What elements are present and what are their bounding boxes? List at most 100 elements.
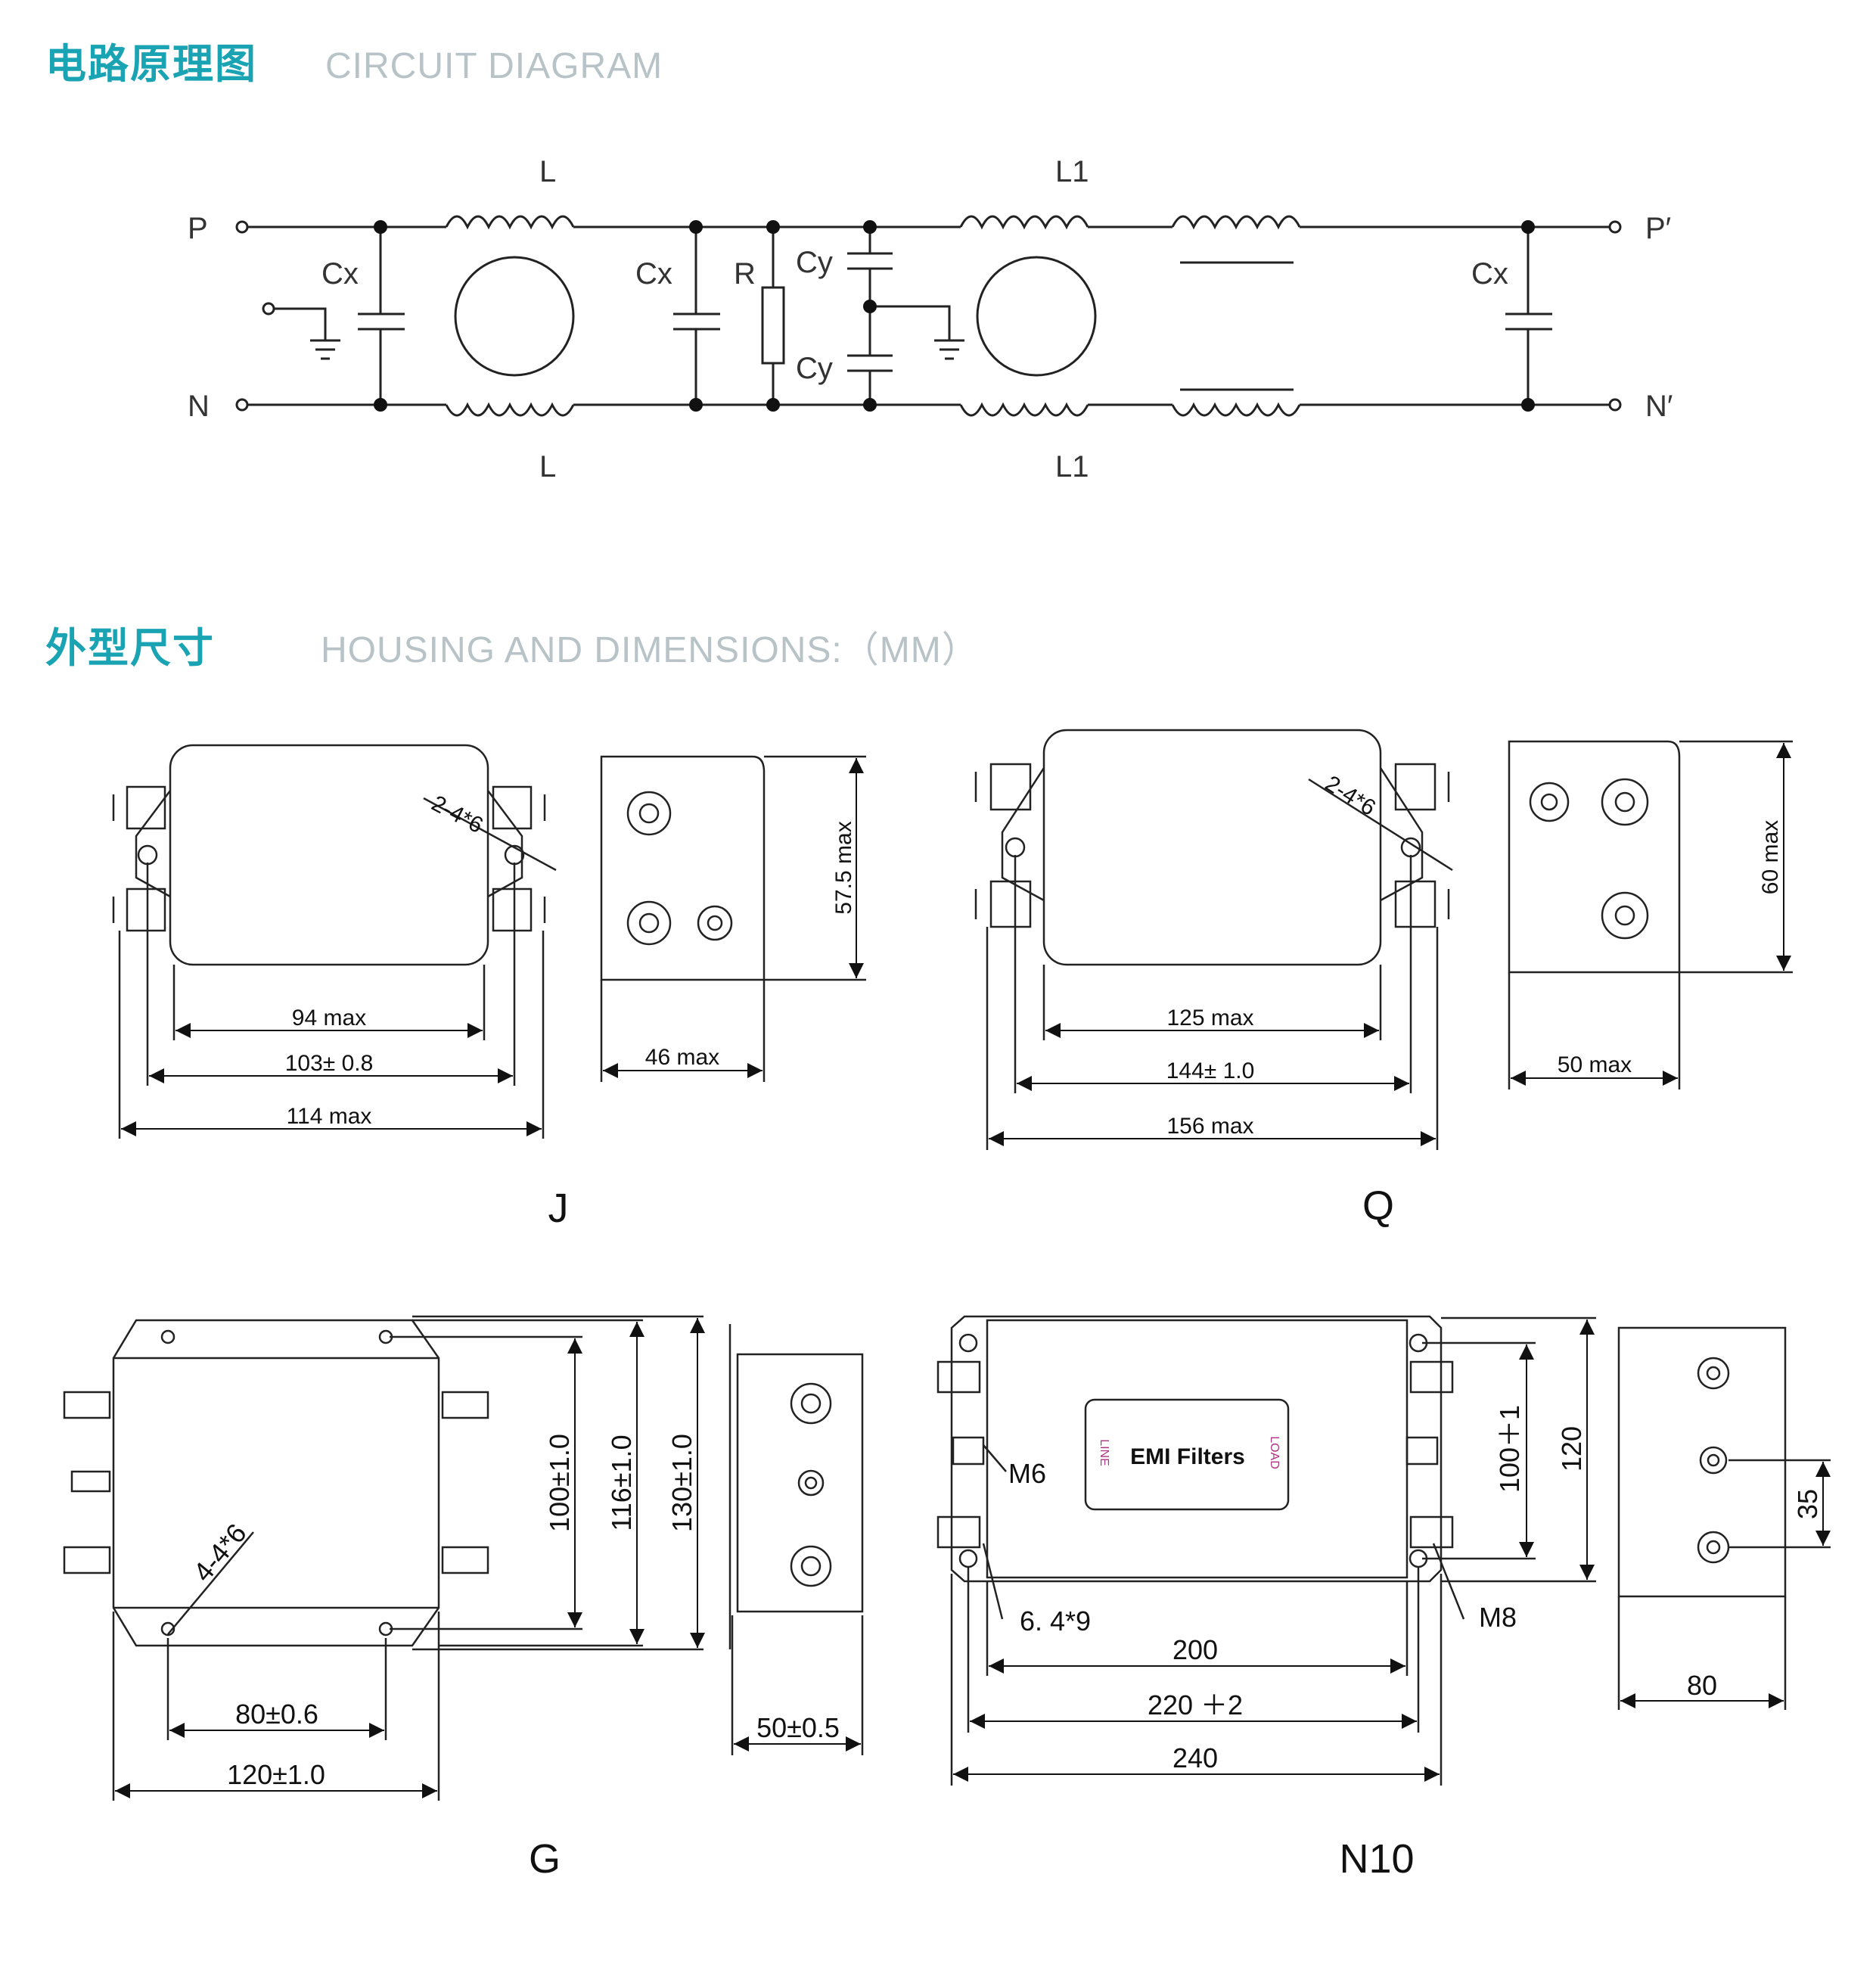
g-dim-116: 116±1.0 (606, 1434, 637, 1531)
g-hole-label: 4-4*6 (187, 1518, 253, 1587)
q-hole-leader (1308, 778, 1453, 872)
q-flanges (1001, 767, 1424, 902)
label-L-bottom: L (539, 450, 556, 483)
j-terminal (492, 785, 533, 830)
inductor-L1-top (959, 215, 1089, 230)
inductor-L-top (445, 215, 575, 230)
core-L1 (976, 256, 1097, 377)
terminal-p-in (235, 220, 249, 234)
j-studs (112, 794, 546, 923)
label-p-in: P (188, 212, 208, 245)
n10-terminal (1405, 1436, 1439, 1466)
label-n-in: N (188, 390, 210, 423)
j-dim-103: 103± 0.8 (285, 1051, 374, 1076)
g-terminal (70, 1470, 111, 1493)
core-L (454, 256, 575, 377)
label-cy-bottom: Cy (796, 352, 833, 385)
inductor-L2-top (1171, 215, 1301, 230)
n10-m6-label: M6 (1008, 1458, 1046, 1489)
g-dim-depth: 50±0.5 (756, 1712, 840, 1743)
j-terminal (126, 785, 166, 830)
j-terminal (492, 887, 533, 932)
g-body (112, 1319, 440, 1647)
n10-terminal (936, 1515, 981, 1549)
n10-terminal (936, 1360, 981, 1394)
capacitor-cx3 (1505, 227, 1552, 405)
label-cx1: Cx (321, 257, 359, 291)
q-model-label: Q (1362, 1183, 1394, 1229)
label-n-out: N′ (1645, 390, 1673, 423)
circuit-section-header: 电路原理图 CIRCUIT DIAGRAM (45, 30, 663, 91)
housing-title-cn: 外型尺寸 (45, 624, 215, 672)
terminal-n-in (235, 398, 249, 412)
g-dim-80: 80±0.6 (235, 1699, 318, 1730)
housing-q: 125 max 144± 1.0 156 max 2-4*6 60 max 50… (974, 729, 1793, 1229)
terminal-p-out (1608, 220, 1622, 234)
label-L1-bottom: L1 (1055, 450, 1089, 483)
label-p-out: P′ (1645, 212, 1671, 245)
n10-dim-220: 220 ＋2 (1148, 1689, 1243, 1720)
j-dim-height: 57.5 max (831, 821, 856, 914)
resistor-r (761, 286, 785, 365)
n10-dim-100: 100＋1 (1494, 1405, 1525, 1493)
n10-hole-label: 6. 4*9 (1020, 1605, 1091, 1637)
n10-label-plate (1084, 1398, 1290, 1511)
j-hole-leader (423, 797, 557, 872)
circuit-diagram: P N P′ N′ L L L1 L1 Cx Cx Cx R Cy Cy (188, 155, 1673, 483)
g-dim-130: 130±1.0 (666, 1434, 697, 1532)
label-cx3: Cx (1471, 257, 1508, 291)
g-terminal (441, 1391, 489, 1419)
n10-dim-200: 200 (1172, 1634, 1218, 1665)
q-dim-144: 144± 1.0 (1166, 1058, 1255, 1083)
n10-dim-35: 35 (1792, 1489, 1823, 1519)
housing-g: 100±1.0 116±1.0 130±1.0 80±0.6 120±1.0 4… (63, 1315, 864, 1882)
label-r: R (734, 257, 756, 291)
n10-terminal (1409, 1360, 1454, 1394)
inductor-L-bottom (445, 402, 575, 417)
n10-dim-240: 240 (1172, 1742, 1218, 1773)
g-dim-120: 120±1.0 (227, 1759, 325, 1790)
n10-plate-title: EMI Filters (1130, 1444, 1245, 1469)
j-dim-114: 114 max (287, 1104, 372, 1129)
ground-symbol-2 (870, 305, 964, 360)
g-side-body (736, 1353, 864, 1613)
housing-title-en: HOUSING AND DIMENSIONS:（MM） (321, 630, 979, 670)
circuit-title-cn: 电路原理图 (45, 40, 257, 88)
q-terminal (1394, 880, 1437, 928)
capacitor-cx1 (358, 227, 405, 405)
housing-drawings: 94 max 103± 0.8 114 max 2-4*6 57.5 max 4… (63, 729, 1831, 1882)
g-dim-100: 100±1.0 (544, 1434, 575, 1532)
q-terminal (989, 763, 1032, 811)
j-dim-depth: 46 max (645, 1045, 719, 1070)
q-dim-125: 125 max (1166, 1006, 1253, 1030)
q-terminal (989, 880, 1032, 928)
terminal-n-out (1608, 398, 1622, 412)
q-body (1042, 729, 1382, 966)
q-terminal (1394, 763, 1437, 811)
n10-dim-depth: 80 (1687, 1670, 1717, 1701)
housing-j: 94 max 103± 0.8 114 max 2-4*6 57.5 max 4… (112, 744, 866, 1231)
n10-terminal (1409, 1515, 1454, 1549)
j-hole-label: 2-4*6 (427, 791, 487, 838)
inductor-L1-bottom (959, 402, 1089, 417)
j-model-label: J (548, 1186, 569, 1231)
g-terminal (63, 1391, 111, 1419)
capacitor-cx2 (673, 227, 720, 405)
circuit-title-en: CIRCUIT DIAGRAM (325, 46, 663, 86)
n10-m8-label: M8 (1479, 1602, 1517, 1633)
j-mount-hole-left (137, 844, 158, 866)
j-body (169, 744, 489, 966)
n10-plate (950, 1315, 1443, 1583)
housing-n10: EMI Filters LINE LOAD M6 M8 6. 4*9 100＋1… (936, 1315, 1831, 1882)
ground-symbol-1 (274, 307, 340, 360)
n10-dim-120: 120 (1556, 1426, 1587, 1472)
core-L2-bars (1180, 261, 1294, 391)
label-cy-top: Cy (796, 246, 833, 279)
inductor-L2-bottom (1171, 402, 1301, 417)
label-cx2: Cx (635, 257, 672, 291)
g-terminal (63, 1546, 111, 1574)
n10-model-label: N10 (1339, 1836, 1414, 1882)
q-hole-label: 2-4*6 (1321, 771, 1380, 821)
q-dim-156: 156 max (1166, 1114, 1253, 1139)
q-mount-hole-left (1005, 837, 1026, 858)
